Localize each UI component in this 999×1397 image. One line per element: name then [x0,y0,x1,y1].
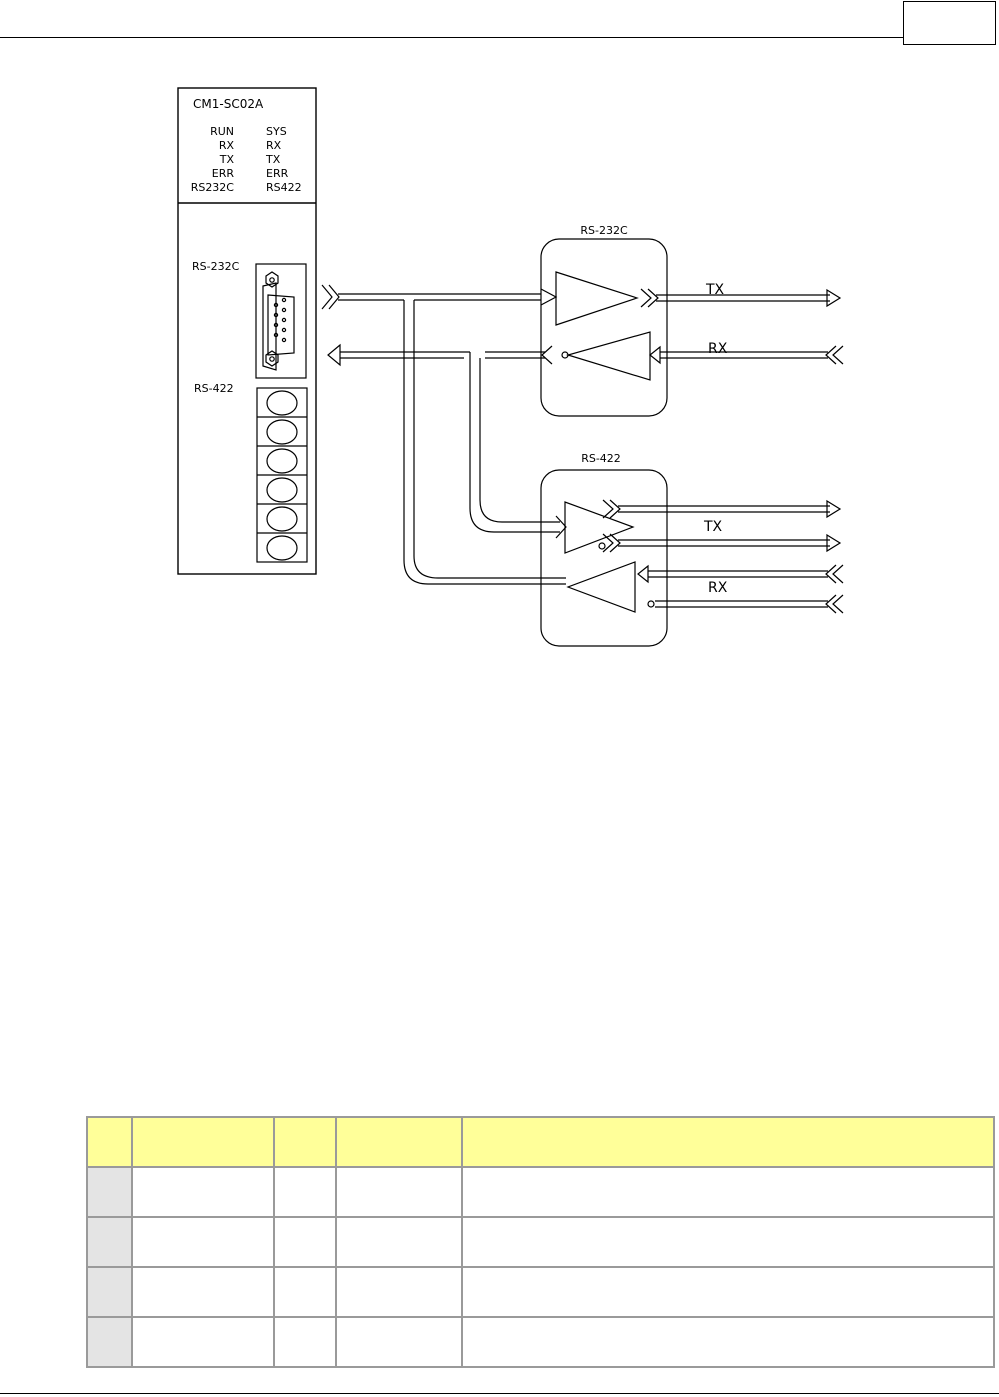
rs422-tx-label: TX [703,519,723,535]
table-header-cell [337,1116,463,1168]
led-label: TX [265,153,281,166]
led-label: TX [219,153,235,166]
table-row [86,1168,995,1218]
table-cell [86,1318,133,1368]
table-cell [337,1268,463,1318]
table-row [86,1268,995,1318]
rs422-terminal-block [256,387,308,563]
communication-block-diagram: CM1-SC02A RUN RX TX ERR RS232C SYS RX TX… [177,87,844,647]
table-cell [463,1318,995,1368]
table-cell [463,1218,995,1268]
rs232c-block-title: RS-232C [580,224,628,237]
led-label: RX [266,139,282,152]
table-row [86,1318,995,1368]
led-label: RUN [210,125,234,138]
specification-table [86,1116,995,1368]
table-cell [275,1168,337,1218]
table-cell [463,1268,995,1318]
led-label: RS422 [266,181,302,194]
rs232c-port-label: RS-232C [192,260,240,273]
led-label: RX [219,139,235,152]
module-panel [177,87,317,575]
table-cell [133,1218,275,1268]
table-cell [133,1168,275,1218]
rs422-port-label: RS-422 [194,382,234,395]
header-rule [0,37,905,38]
rs232c-connector [255,263,307,379]
module-model-label: CM1-SC02A [193,97,264,111]
led-labels-right: SYS RX TX ERR RS422 [265,125,302,194]
table-header-cell [463,1116,995,1168]
rs232c-block [540,238,668,417]
led-label: RS232C [191,181,235,194]
table-cell [275,1218,337,1268]
table-cell [86,1218,133,1268]
rs232c-rx-label: RX [708,341,728,357]
table-cell [133,1318,275,1368]
page-number-box [903,1,996,45]
table-cell [337,1168,463,1218]
rs232c-tx-label: TX [705,282,725,298]
rs422-block-title: RS-422 [581,452,621,465]
table-cell [337,1218,463,1268]
table-header-row [86,1116,995,1168]
led-label: ERR [212,167,235,180]
led-label: ERR [266,167,289,180]
table-header-cell [275,1116,337,1168]
table-cell [275,1318,337,1368]
table-cell [463,1168,995,1218]
table-cell [133,1268,275,1318]
led-labels-left: RUN RX TX ERR RS232C [191,125,235,194]
led-label: SYS [266,125,287,138]
table-header-cell [133,1116,275,1168]
rs422-rx-label: RX [708,580,728,596]
rs422-block [540,469,668,647]
table-row [86,1218,995,1268]
table-cell [86,1168,133,1218]
table-cell [86,1268,133,1318]
table-cell [275,1268,337,1318]
signal-lines [321,284,844,614]
table-cell [337,1318,463,1368]
table-header-cell [86,1116,133,1168]
footer-rule [0,1393,999,1394]
